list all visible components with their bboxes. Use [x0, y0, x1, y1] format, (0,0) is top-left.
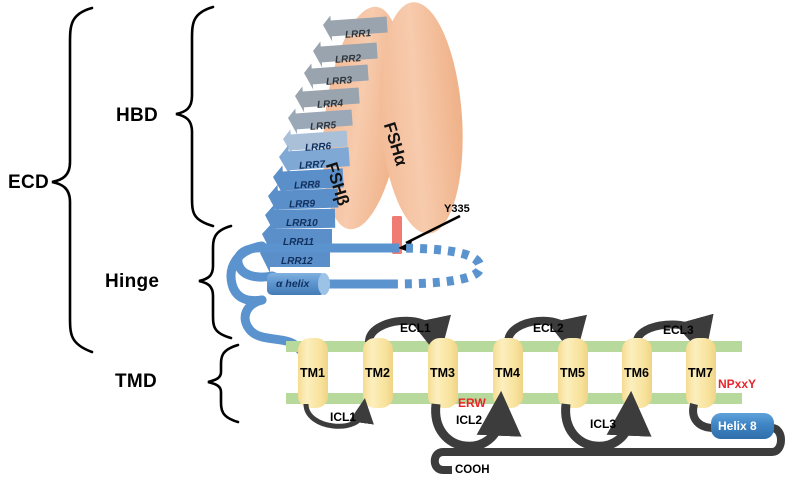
bracket-label-hbd: HBD: [116, 105, 159, 126]
bracket-hbd: [175, 5, 215, 228]
tm-label-4: TM4: [495, 366, 520, 380]
tm-helices: [298, 338, 716, 408]
hinge-dashed-loop: [391, 243, 485, 289]
tm-label-6: TM6: [624, 366, 649, 380]
tm-label-7: TM7: [688, 366, 713, 380]
y335-label: Y335: [444, 203, 470, 215]
helix8-label: Helix 8: [718, 419, 757, 433]
lrr-label-7: LRR7: [298, 159, 326, 172]
icl-label-3: ICL3: [590, 417, 617, 431]
tm-label-3: TM3: [430, 366, 455, 380]
npxxy-motif-label: NPxxY: [718, 377, 757, 391]
bracket-hinge: [198, 224, 233, 340]
ecl2-arc: [504, 314, 587, 358]
ecl-label-1: ECL1: [400, 321, 431, 335]
bracket-label-hinge: Hinge: [105, 271, 160, 292]
ecl-label-2: ECL2: [533, 321, 564, 335]
tm6-cylinder: [622, 338, 652, 408]
ecl3-arc: [633, 313, 714, 358]
tm1-cylinder: [298, 338, 328, 408]
fsh-alpha-ellipse: [379, 2, 463, 234]
icl-label-2: ICL2: [456, 413, 483, 427]
tm7-cylinder: [686, 338, 716, 408]
tm2-cylinder: [363, 338, 393, 408]
bracket-label-ecd: ECD: [8, 172, 50, 193]
bracket-label-tmd: TMD: [115, 371, 158, 392]
lrr-label-11: LRR11: [283, 237, 314, 248]
cooh-terminus-label: COOH: [455, 464, 490, 476]
bracket-ecd: [51, 6, 94, 354]
lrr-label-5: LRR5: [309, 120, 337, 133]
ecl-label-3: ECL3: [663, 323, 694, 337]
ecl-arcs: [365, 313, 714, 358]
ecl1-arc: [365, 314, 451, 358]
lrr-label-10: LRR10: [286, 218, 318, 229]
tm-label-2: TM2: [365, 366, 390, 380]
lrr-label-12: LRR12: [281, 256, 313, 267]
icl-arcs-thick: [431, 390, 652, 451]
lrr-label-2: LRR2: [334, 53, 362, 66]
lrr-label-4: LRR4: [316, 98, 344, 111]
icl2-arc: [431, 390, 522, 451]
tm-label-1: TM1: [300, 366, 325, 380]
tm5-cylinder: [558, 338, 588, 408]
icl-arcs: [303, 398, 374, 429]
lrr-label-6: LRR6: [304, 141, 332, 154]
bracket-tmd: [207, 343, 240, 424]
icl3-arc: [561, 390, 652, 451]
icl1-arc: [303, 398, 374, 429]
lrr-label-1: LRR1: [344, 28, 372, 41]
helix8-cylinder: [711, 413, 774, 439]
tm4-cylinder: [493, 338, 523, 408]
lrr-label-8: LRR8: [293, 179, 321, 192]
tm-label-5: TM5: [560, 366, 585, 380]
c-terminal-tail: [430, 403, 785, 474]
icl-label-1: ICL1: [330, 410, 357, 424]
lrr-label-9: LRR9: [288, 198, 316, 211]
lrr-label-3: LRR3: [325, 75, 353, 88]
alpha-helix-label: α helix: [276, 278, 310, 290]
erw-motif-label: ERW: [458, 396, 486, 410]
tm3-cylinder: [428, 338, 458, 408]
alpha-helix-cylinder: [267, 273, 330, 295]
